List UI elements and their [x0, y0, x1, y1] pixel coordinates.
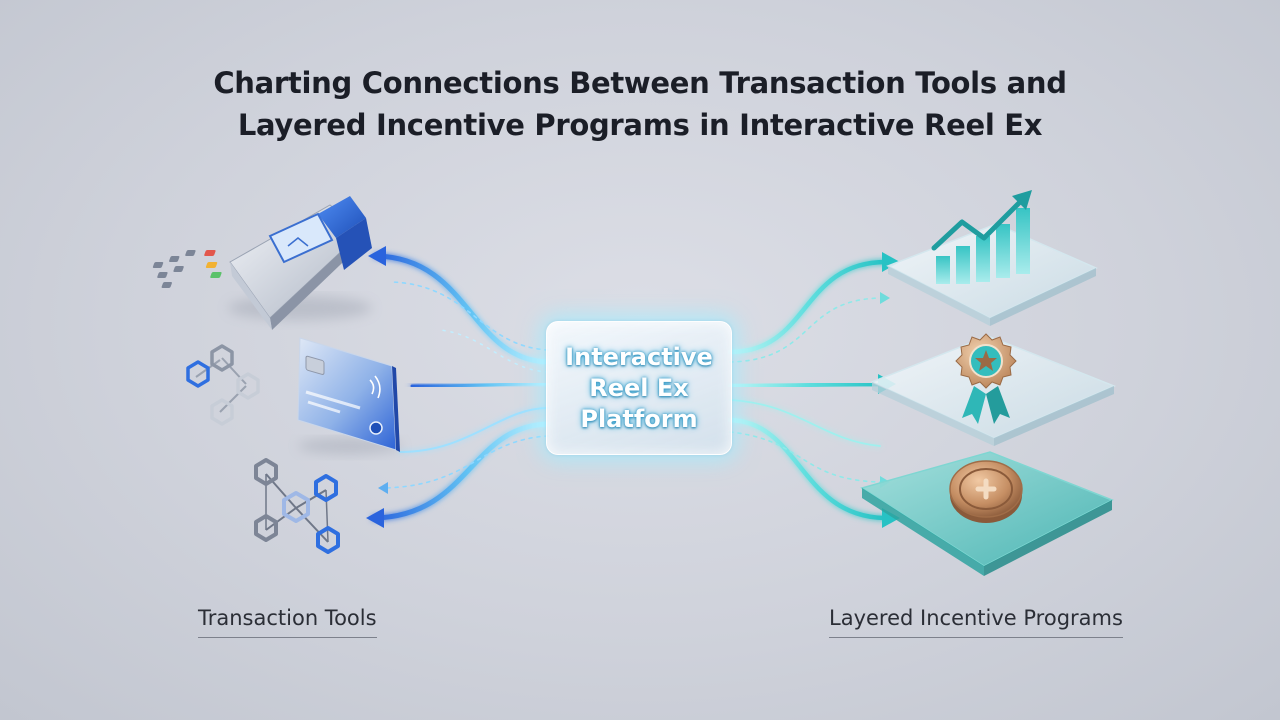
growth-chart-icon [931, 190, 1032, 284]
left-flow-lines [371, 253, 551, 521]
flow-to-layer-1 [727, 259, 889, 355]
flow-left-extra [439, 329, 549, 373]
flow-to-layer-2-lower [729, 399, 881, 447]
title-line-1: Charting Connections Between Transaction… [213, 66, 1067, 100]
arrowhead-layer-1-thin [880, 292, 890, 304]
flow-to-layer-3 [727, 417, 887, 521]
arrowhead-blockchain [366, 508, 384, 528]
title-line-2: Layered Incentive Programs in Interactiv… [237, 108, 1043, 142]
payment-terminal-icon [152, 196, 372, 330]
flow-to-terminal [373, 253, 551, 365]
flow-to-blockchain [371, 421, 551, 521]
flow-to-terminal-thin [391, 281, 549, 351]
coin-icon [949, 460, 1023, 523]
page-title: Charting Connections Between Transaction… [0, 62, 1280, 146]
arrowhead-terminal [368, 246, 386, 266]
arrowhead-layer-1 [882, 252, 900, 272]
flow-to-card-lower [399, 407, 549, 453]
flow-to-layer-1-thin [729, 297, 881, 363]
arrowhead-blockchain-thin [378, 482, 388, 494]
hub-label: Interactive Reel Ex Platform [559, 342, 719, 435]
blockchain-network-icon [254, 458, 340, 554]
left-arrowheads [366, 246, 388, 528]
platform-hub: Interactive Reel Ex Platform [546, 321, 732, 455]
transaction-tools-label: Transaction Tools [198, 606, 377, 638]
hub-label-line-2: Reel Ex [589, 373, 689, 402]
incentive-layer-1 [886, 223, 1098, 326]
flow-to-card-upper [410, 382, 550, 388]
right-flow-lines [727, 259, 889, 521]
award-badge-icon [955, 333, 1017, 424]
incentive-layer-2 [870, 335, 1116, 446]
hub-label-line-1: Interactive [565, 342, 713, 371]
flow-to-layer-3-thin [729, 431, 881, 483]
flow-to-layer-2 [728, 382, 886, 388]
hub-label-line-3: Platform [580, 404, 698, 433]
flow-to-blockchain-thin [383, 435, 549, 489]
incentive-programs-label: Layered Incentive Programs [829, 606, 1123, 638]
credit-card-icon [297, 337, 402, 454]
network-graph-icon [186, 344, 260, 426]
